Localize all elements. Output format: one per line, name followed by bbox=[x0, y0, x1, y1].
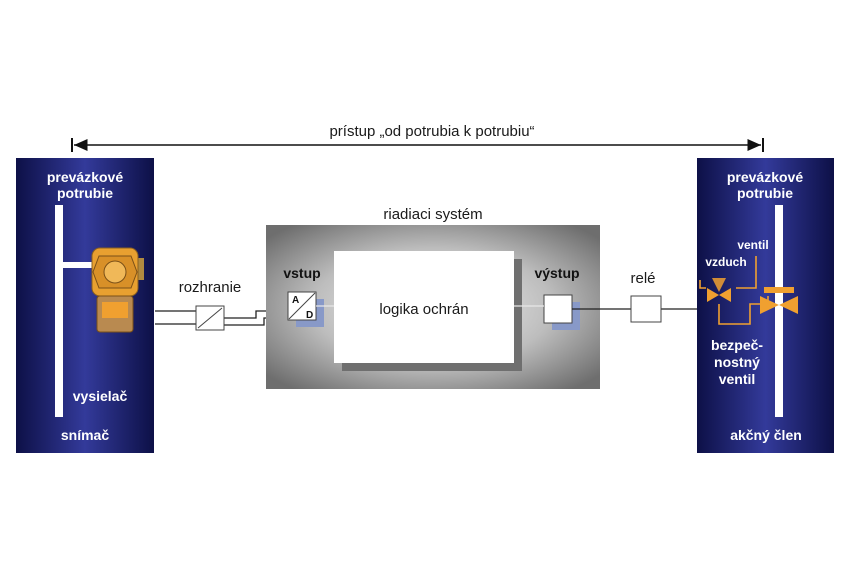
relay-label: relé bbox=[630, 270, 655, 287]
right-process-panel: prevázkové potrubie ventil vzduch bezpeč… bbox=[697, 158, 834, 453]
input-label: vstup bbox=[283, 265, 320, 281]
output-label: výstup bbox=[534, 265, 579, 281]
relay-icon bbox=[630, 295, 662, 323]
right-panel-title-line2: potrubie bbox=[737, 185, 793, 201]
control-system-block: logika ochrán vstup výstup A D bbox=[266, 225, 600, 389]
ventil-label: ventil bbox=[737, 238, 768, 252]
left-pipe bbox=[55, 205, 63, 417]
left-panel-title-line1: prevázkové bbox=[47, 169, 123, 185]
control-system-title: riadiaci systém bbox=[383, 206, 482, 223]
ad-converter-icon: A D bbox=[287, 291, 324, 327]
interface-label: rozhranie bbox=[179, 279, 242, 296]
safety-valve-line1: bezpeč- bbox=[711, 337, 763, 353]
left-panel-bottom-label: snímač bbox=[61, 427, 109, 443]
safety-valve-line2: nostný bbox=[714, 354, 760, 370]
right-panel-title-line1: prevázkové bbox=[727, 169, 803, 185]
interface-isolator-icon bbox=[195, 305, 225, 331]
left-process-panel: prevázkové potrubie vysielač snímač bbox=[16, 158, 154, 453]
logic-label: logika ochrán bbox=[379, 301, 468, 318]
transmitter-icon bbox=[91, 247, 144, 333]
top-label: prístup „od potrubia k potrubiu“ bbox=[329, 123, 534, 140]
right-panel-bottom-label: akčný člen bbox=[730, 427, 802, 443]
left-pipe-branch bbox=[63, 262, 95, 268]
left-device-label: vysielač bbox=[73, 388, 128, 404]
left-panel-title-line2: potrubie bbox=[57, 185, 113, 201]
safety-valve-line3: ventil bbox=[719, 371, 756, 387]
logic-box bbox=[334, 251, 514, 363]
solenoid-valve-icon bbox=[707, 278, 731, 302]
output-module-icon bbox=[543, 294, 580, 330]
adc-d-label: D bbox=[306, 310, 313, 321]
right-pipe bbox=[775, 205, 783, 417]
span-dimension-line bbox=[71, 138, 764, 152]
adc-a-label: A bbox=[292, 295, 299, 306]
vzduch-label: vzduch bbox=[705, 255, 746, 269]
safety-valve-icon bbox=[760, 287, 798, 314]
